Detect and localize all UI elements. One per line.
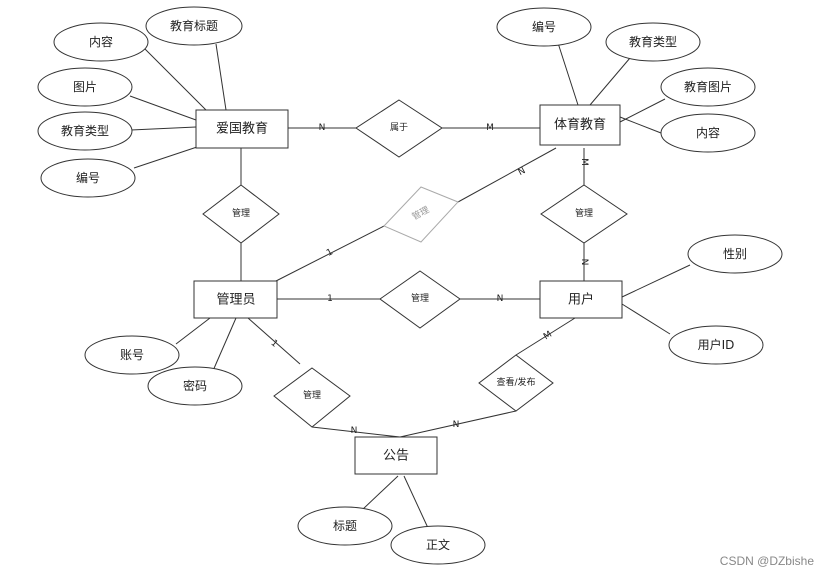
attr-admin-account-shape	[84, 335, 180, 375]
rel-manage-pat-shape	[202, 184, 280, 244]
attr-pe-content: 内容	[696, 125, 720, 140]
attr-admin-password: 密码	[183, 378, 207, 393]
attr-pe-image: 教育图片	[684, 79, 732, 94]
attr-pat-title: 教育标题	[170, 18, 218, 33]
rel-manage-user: 管理	[411, 292, 429, 304]
rel-manage-notice: 管理	[303, 389, 321, 401]
line-admin-account	[175, 317, 211, 345]
card-pe-manage-user: M	[579, 158, 589, 166]
rel-manage-notice-shape	[273, 367, 351, 428]
attr-pat-type-shape	[37, 111, 133, 151]
attr-user-id-shape	[668, 325, 764, 365]
attribute-labels: 内容 教育标题 图片 教育类型 编号 编号 教育类型 教育图片 内容 性别 用户…	[61, 18, 747, 552]
attr-user-id: 用户ID	[698, 337, 735, 352]
rel-manage-user-pe-shape	[540, 184, 628, 244]
card-user-manage-pe: N	[579, 259, 589, 266]
card-pe-manage-gray: N	[517, 166, 528, 178]
attr-user-gender: 性别	[723, 247, 747, 261]
attr-notice-title-shape	[297, 506, 393, 546]
line-manage-notice	[311, 426, 401, 438]
attribute-ellipses	[37, 6, 783, 565]
line-pat-title	[215, 43, 227, 111]
entity-pat-shape	[195, 109, 289, 149]
attr-notice-body: 正文	[426, 537, 450, 552]
attr-pat-content-shape	[53, 22, 149, 62]
line-notice-title	[361, 475, 399, 511]
attr-pe-image-shape	[660, 67, 756, 107]
entity-notice: 公告	[383, 449, 409, 464]
attr-pat-image-shape	[37, 67, 133, 107]
attr-pat-title-shape	[145, 6, 243, 46]
line-notice-body	[403, 475, 429, 529]
attr-pe-type: 教育类型	[629, 34, 677, 49]
relationship-labels: 属于 管理 管理 管理 管理 管理 查看/发布	[232, 122, 593, 401]
attr-admin-password-shape	[147, 366, 243, 406]
attr-pat-id: 编号	[76, 170, 100, 185]
line-user-view	[515, 317, 576, 356]
card-admin-manage-gray: 1	[325, 247, 335, 259]
card-belongs-pe: M	[486, 123, 494, 133]
attr-pat-image: 图片	[73, 80, 97, 94]
cardinality-labels: N M N 1 M N 1 N 1 N N M	[269, 123, 589, 436]
attr-pat-id-shape	[40, 158, 136, 198]
attr-pe-type-shape	[605, 22, 701, 62]
line-pat-content	[144, 48, 207, 111]
rel-manage-user-shape	[379, 270, 461, 329]
entity-patriotic-education: 爱国教育	[216, 121, 268, 137]
rel-belongs: 属于	[390, 122, 408, 133]
relationship-diamonds	[202, 99, 628, 428]
attr-pe-id: 编号	[532, 19, 556, 34]
entity-admin: 管理员	[216, 293, 255, 308]
entity-labels: 爱国教育 体育教育 管理员 用户 公告	[216, 117, 606, 464]
line-admin-manage-notice	[247, 317, 301, 365]
card-user-view: M	[542, 330, 554, 343]
rel-manage-pat: 管理	[232, 207, 250, 219]
card-admin-manage-notice: 1	[269, 338, 280, 349]
card-pat-belongs: N	[319, 123, 326, 133]
entity-boxes	[193, 104, 623, 475]
line-user-id	[621, 303, 671, 335]
attr-notice-title: 标题	[333, 519, 357, 533]
line-admin-password	[211, 317, 237, 374]
line-user-gender	[621, 264, 691, 298]
line-admin-manage-pe	[275, 225, 385, 282]
line-pat-image	[129, 95, 197, 121]
attr-pe-id-shape	[496, 7, 592, 47]
entity-pe-shape	[539, 104, 621, 146]
attr-notice-body-shape	[390, 525, 486, 565]
line-pe-type	[589, 57, 631, 106]
entity-pe-education: 体育教育	[554, 117, 606, 133]
line-pe-id	[557, 42, 579, 106]
watermark: CSDN @DZbishe	[719, 554, 814, 568]
entity-admin-shape	[193, 280, 278, 319]
line-pat-id	[133, 145, 201, 169]
rel-belongs-shape	[355, 99, 443, 158]
card-admin-manage-user: 1	[327, 294, 333, 304]
card-notice-manage: N	[351, 426, 358, 436]
card-user-manage-admin: N	[497, 294, 504, 304]
rel-view-publish-shape	[478, 354, 554, 412]
line-pe-content	[619, 116, 662, 134]
entity-notice-shape	[354, 436, 438, 475]
attr-admin-account: 账号	[120, 348, 144, 362]
attr-pat-type: 教育类型	[61, 123, 109, 138]
attr-pat-content: 内容	[89, 34, 113, 49]
line-manage-pe	[457, 147, 557, 203]
attr-pe-content-shape	[660, 113, 756, 153]
rel-view-publish: 查看/发布	[496, 376, 535, 388]
rel-manage-user-pe: 管理	[575, 207, 593, 219]
line-view-notice	[399, 410, 517, 438]
line-pat-type	[130, 126, 197, 131]
connector-lines	[129, 42, 691, 529]
attr-user-gender-shape	[687, 234, 783, 274]
entity-user: 用户	[568, 292, 594, 308]
rel-manage-pe-shape	[383, 186, 459, 243]
line-pe-image	[619, 98, 666, 123]
entity-user-shape	[539, 280, 623, 319]
card-notice-view: N	[453, 420, 460, 430]
